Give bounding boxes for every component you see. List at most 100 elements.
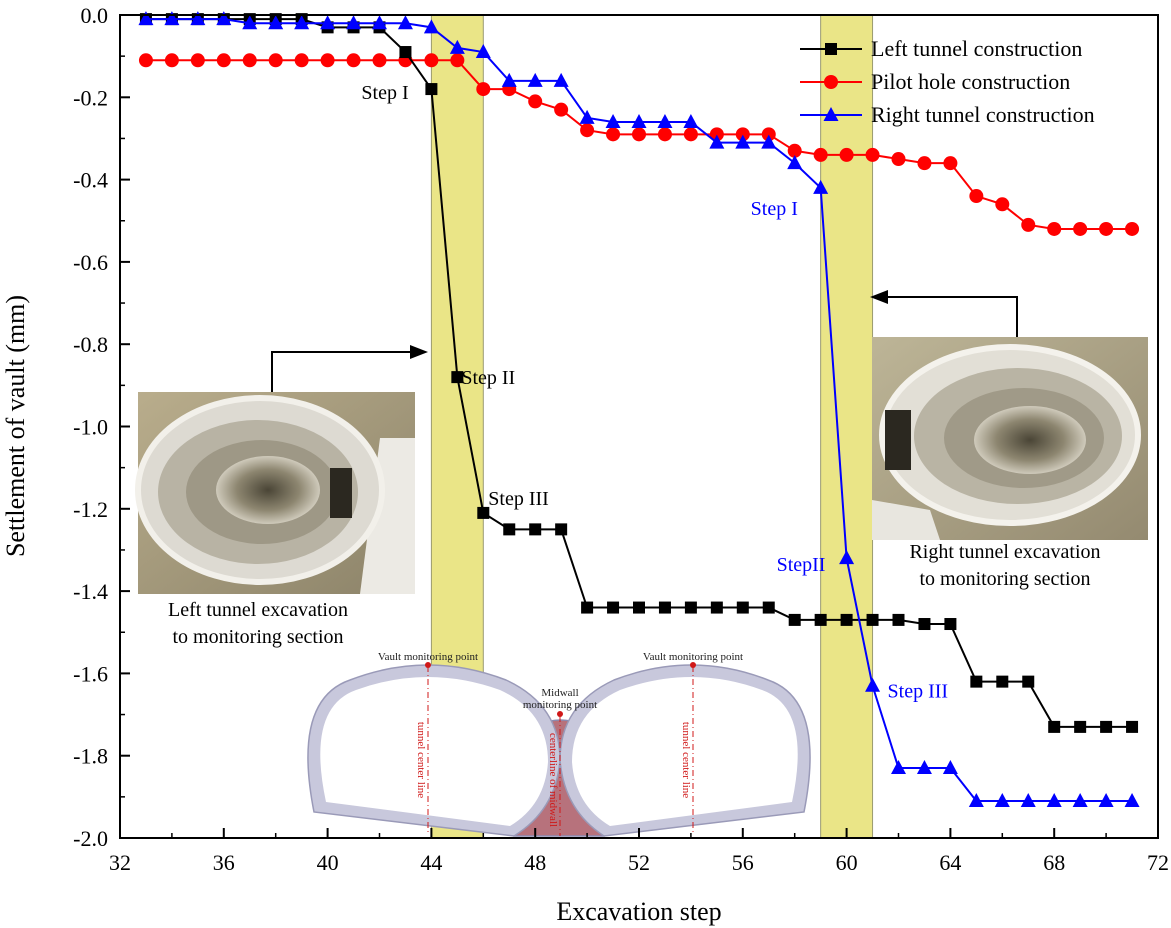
legend-item: Right tunnel construction (800, 102, 1095, 127)
x-tick-label: 36 (213, 850, 235, 875)
x-tick-label: 32 (109, 850, 131, 875)
centerline-label-right: tunnel center line (680, 722, 692, 798)
data-point (555, 523, 568, 536)
y-tick-label: -0.4 (73, 168, 108, 193)
data-point (631, 113, 647, 128)
data-point (735, 127, 750, 142)
vault-label-left: Vault monitoring point (378, 651, 478, 663)
data-point (632, 127, 646, 142)
y-tick-label: -0.2 (73, 85, 108, 110)
x-tick-label: 60 (836, 850, 858, 875)
data-point (969, 189, 984, 204)
data-point (787, 143, 802, 158)
data-point (683, 113, 699, 128)
data-point (138, 53, 153, 68)
data-point (942, 760, 958, 775)
data-point (710, 601, 723, 614)
data-point (372, 15, 387, 30)
x-tick-label: 64 (939, 850, 961, 875)
vault-label-right: Vault monitoring point (643, 651, 743, 663)
data-point (839, 550, 855, 565)
x-tick-label: 40 (317, 850, 339, 875)
data-point (1073, 221, 1088, 236)
x-tick-label: 72 (1147, 850, 1169, 875)
data-point (580, 123, 595, 138)
x-tick-label: 68 (1043, 850, 1065, 875)
right-photo-caption-line1: Right tunnel excavation (909, 541, 1100, 563)
data-point (372, 53, 387, 68)
data-point (1099, 221, 1114, 236)
legend-swatch-marker (825, 43, 837, 55)
data-point (268, 53, 283, 68)
data-point (1124, 792, 1140, 807)
legend-item: Pilot hole construction (800, 69, 1070, 94)
data-point (1072, 792, 1088, 807)
series-2 (138, 53, 1140, 236)
data-point (657, 113, 673, 128)
data-point (1020, 792, 1036, 807)
data-point (216, 53, 231, 68)
data-point (242, 53, 257, 68)
data-point (996, 675, 1009, 688)
data-point (164, 53, 179, 68)
left-tunnel-photo (135, 392, 415, 594)
left-photo-caption-line2: to monitoring section (172, 626, 343, 648)
step-annotation: Step III (488, 488, 549, 510)
data-point (424, 53, 439, 68)
data-point (916, 760, 932, 775)
data-point (813, 147, 828, 162)
y-tick-label: -1.2 (73, 497, 108, 522)
legend-label: Right tunnel construction (871, 102, 1095, 127)
x-tick-label: 44 (420, 850, 442, 875)
left-photo-caption-line1: Left tunnel excavation (168, 599, 348, 621)
data-point (164, 11, 180, 26)
data-point (449, 39, 465, 54)
data-point (294, 15, 310, 30)
data-point (865, 677, 881, 692)
data-point (1048, 720, 1061, 733)
data-point (607, 601, 620, 614)
data-point (970, 675, 983, 688)
data-point (994, 792, 1010, 807)
midwall-label-line1: Midwall (541, 687, 578, 699)
data-point (683, 127, 698, 142)
data-point (788, 613, 801, 626)
y-tick-label: 0.0 (81, 3, 109, 28)
step-annotation: Step III (888, 681, 949, 703)
series-layer (138, 11, 1140, 807)
data-point (1074, 720, 1087, 733)
data-point (658, 601, 671, 614)
x-axis-title: Excavation step (556, 897, 721, 926)
legend-swatch-marker (823, 107, 839, 121)
data-point (477, 506, 490, 519)
data-point (891, 152, 906, 167)
data-point (1100, 720, 1113, 733)
data-point (684, 601, 697, 614)
data-point (892, 613, 905, 626)
data-point (891, 760, 906, 775)
data-point (709, 127, 724, 142)
midwall-label-line2: monitoring point (523, 699, 597, 711)
data-point (528, 94, 543, 109)
left-photo-arrow (271, 345, 428, 392)
data-point (503, 523, 516, 536)
data-point (1126, 720, 1139, 733)
data-point (606, 127, 621, 142)
data-point (633, 601, 645, 614)
data-point (399, 46, 412, 59)
data-point (761, 134, 777, 149)
data-point (787, 155, 803, 170)
data-point (425, 83, 438, 96)
legend-label: Pilot hole construction (871, 69, 1070, 94)
y-tick-label: -2.0 (73, 826, 108, 851)
data-point (475, 44, 491, 59)
data-point (1022, 675, 1035, 688)
data-point (605, 113, 621, 128)
legend-label: Left tunnel construction (871, 36, 1082, 61)
data-point (190, 11, 206, 26)
data-point (346, 15, 362, 30)
data-point (501, 72, 517, 87)
data-point (943, 156, 958, 171)
step-annotation: Step I (361, 82, 408, 104)
